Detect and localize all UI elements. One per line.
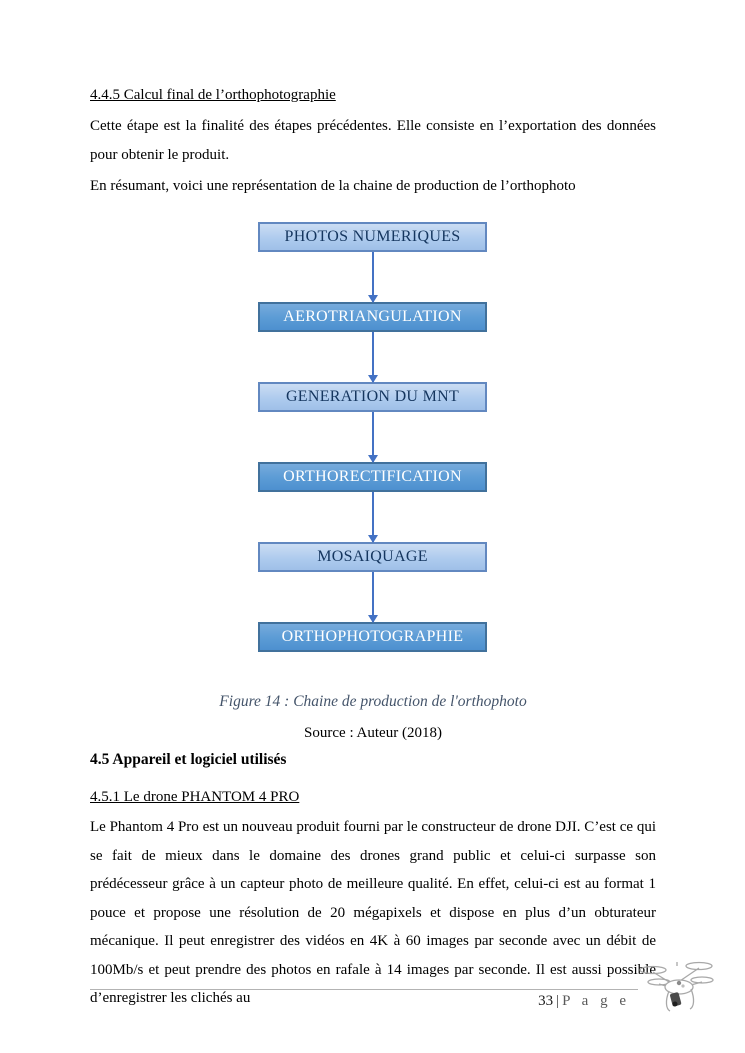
flowchart-box-photos-numeriques: PHOTOS NUMERIQUES: [258, 222, 487, 252]
flowchart-box-orthophotographie: ORTHOPHOTOGRAPHIE: [258, 622, 487, 652]
flowchart-step-label: GENERATION DU MNT: [285, 388, 460, 405]
flowchart-box-generation-du-mnt: GENERATION DU MNT: [258, 382, 487, 412]
page-number-separator: |: [556, 993, 560, 1009]
arrow-down-icon: [371, 412, 374, 462]
flowchart-step-label: ORTHORECTIFICATION: [283, 468, 462, 485]
arrow-down-icon: [371, 492, 374, 542]
paragraph-calcul-final: Cette étape est la finalité des étapes p…: [90, 118, 656, 163]
page-number: 33|P a g e: [90, 993, 630, 1010]
section-heading-4-5-1: 4.5.1 Le drone PHANTOM 4 PRO: [90, 789, 300, 805]
figure-source: Source : Auteur (2018): [304, 725, 442, 741]
arrow-down-icon: [371, 332, 374, 382]
flowchart-step-label: MOSAIQUAGE: [317, 548, 428, 565]
flowchart-box-aerotriangulation: AEROTRIANGULATION: [258, 302, 487, 332]
flowchart-box-orthorectification: ORTHORECTIFICATION: [258, 462, 487, 492]
page-number-value: 33: [538, 993, 554, 1009]
arrow-down-icon: [371, 252, 374, 302]
flowchart-step-label: ORTHOPHOTOGRAPHIE: [281, 628, 464, 645]
page-word: P a g e: [562, 993, 630, 1009]
production-flowchart: PHOTOS NUMERIQUES AEROTRIANGULATION GENE…: [258, 222, 487, 652]
figure-caption: Figure 14 : Chaine de production de l'or…: [219, 693, 527, 710]
flowchart-step-label: PHOTOS NUMERIQUES: [284, 228, 461, 245]
paragraph-en-resumant: En résumant, voici une représentation de…: [90, 178, 576, 194]
flowchart-box-mosaiquage: MOSAIQUAGE: [258, 542, 487, 572]
section-heading-4-5: 4.5 Appareil et logiciel utilisés: [90, 751, 287, 768]
drone-image: [639, 961, 714, 1012]
section-heading-4-4-5: 4.4.5 Calcul final de l’orthophotographi…: [90, 87, 336, 103]
footer-divider: [90, 989, 638, 990]
flowchart-step-label: AEROTRIANGULATION: [283, 308, 462, 325]
paragraph-phantom-4-pro: Le Phantom 4 Pro est un nouveau produit …: [90, 819, 656, 1006]
arrow-down-icon: [371, 572, 374, 622]
